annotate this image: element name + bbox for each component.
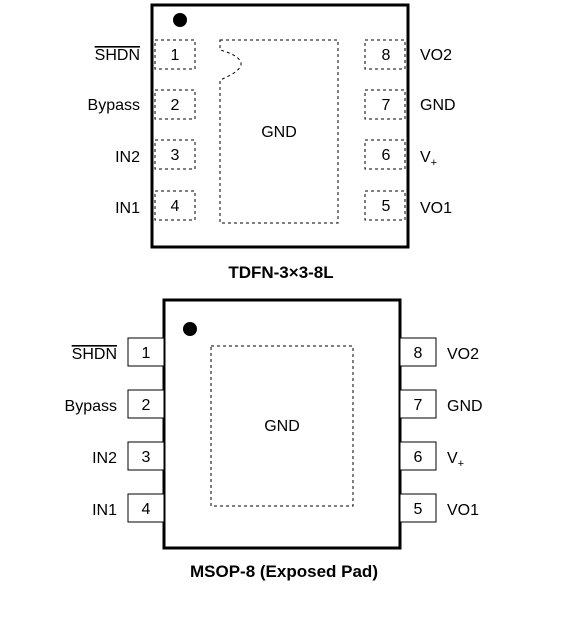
msop-pin-number: 1 <box>142 345 151 362</box>
tdfn-pad-label: GND <box>261 124 297 141</box>
tdfn-pad-8 <box>364 39 406 70</box>
tdfn-pin-number: 8 <box>382 47 391 64</box>
msop-lead-6 <box>399 441 437 471</box>
msop-lead-3 <box>127 441 165 471</box>
tdfn-pin-name: V+ <box>420 149 437 169</box>
msop-pin-number: 7 <box>414 397 423 414</box>
tdfn-pin-number: 3 <box>171 147 180 164</box>
msop-pin-name: IN2 <box>92 450 117 467</box>
msop-pin-number: 6 <box>414 449 423 466</box>
msop-pin-number: 3 <box>142 449 151 466</box>
msop-pin-name: IN1 <box>92 502 117 519</box>
tdfn-exposed-pad <box>219 39 339 224</box>
msop-lead-2 <box>127 389 165 419</box>
tdfn-body <box>150 3 410 249</box>
tdfn-pad-5 <box>364 190 406 221</box>
msop-lead-5 <box>399 493 437 523</box>
msop-package: GND 1 2 3 4 8 7 6 5 SHDN Bypass IN2 IN1 … <box>65 298 483 581</box>
msop-pin-number: 4 <box>142 501 151 518</box>
pin1-marker-dot <box>183 322 197 336</box>
msop-pin-name: VO1 <box>447 502 479 519</box>
msop-pin-name: GND <box>447 398 483 415</box>
tdfn-pad-3 <box>154 139 196 170</box>
msop-pin-number: 8 <box>414 345 423 362</box>
msop-pin-name: VO2 <box>447 346 479 363</box>
tdfn-pin-number: 7 <box>382 97 391 114</box>
tdfn-package: GND 1 2 3 4 8 7 6 5 SHDN Bypass IN2 IN1 … <box>88 3 456 282</box>
tdfn-pin-number: 5 <box>382 198 391 215</box>
tdfn-pad-4 <box>154 190 196 221</box>
msop-pin-name: SHDN <box>72 346 117 363</box>
tdfn-pad-7 <box>364 89 406 120</box>
tdfn-pin-name: GND <box>420 97 456 114</box>
tdfn-caption: TDFN-3×3-8L <box>228 263 333 282</box>
msop-lead-1 <box>127 337 165 367</box>
msop-exposed-pad <box>210 345 354 507</box>
msop-pad-label: GND <box>264 418 300 435</box>
tdfn-pin-number: 4 <box>171 198 180 215</box>
tdfn-pad-6 <box>364 139 406 170</box>
tdfn-pad-1 <box>154 39 196 70</box>
msop-lead-8 <box>399 337 437 367</box>
msop-pin-number: 2 <box>142 397 151 414</box>
msop-body <box>162 298 402 550</box>
tdfn-pin-name: IN1 <box>115 200 140 217</box>
tdfn-pin-name: Bypass <box>88 97 140 114</box>
msop-pin-name: Bypass <box>65 398 117 415</box>
tdfn-pin-number: 6 <box>382 147 391 164</box>
tdfn-pin-name: VO1 <box>420 200 452 217</box>
msop-pin-number: 5 <box>414 501 423 518</box>
pin1-marker-dot <box>173 13 187 27</box>
tdfn-pad-2 <box>154 89 196 120</box>
tdfn-pin-name: SHDN <box>95 47 140 64</box>
msop-lead-7 <box>399 389 437 419</box>
tdfn-pin-number: 1 <box>171 47 180 64</box>
tdfn-pin-name: IN2 <box>115 149 140 166</box>
msop-caption: MSOP-8 (Exposed Pad) <box>190 562 378 581</box>
msop-pin-name: V+ <box>447 450 464 470</box>
tdfn-pin-number: 2 <box>171 97 180 114</box>
tdfn-pin-name: VO2 <box>420 47 452 64</box>
msop-lead-4 <box>127 493 165 523</box>
